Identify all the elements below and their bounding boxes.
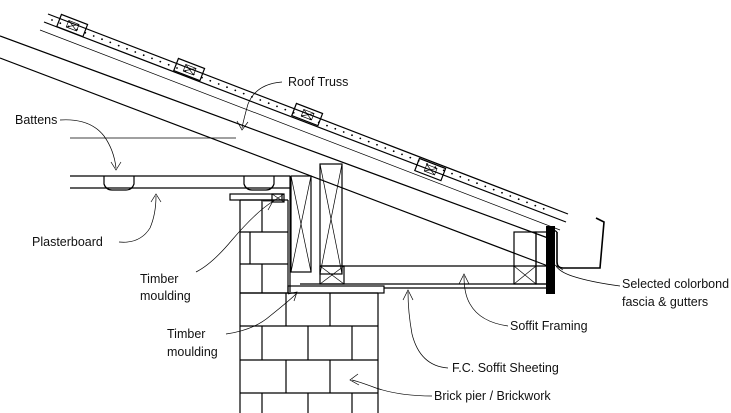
nail-dot	[509, 195, 512, 197]
nail-dot	[492, 188, 495, 191]
label-timber-moulding-1-line2: moulding	[140, 289, 191, 303]
wall-stud	[289, 163, 343, 292]
nail-dot	[142, 54, 145, 57]
nail-dot	[117, 44, 120, 47]
nail-dot	[92, 35, 95, 37]
label-roof-truss: Roof Truss	[288, 75, 348, 89]
nail-dot	[259, 99, 262, 101]
labels: Roof Truss Battens Plasterboard Timber m…	[15, 75, 729, 403]
nail-dot	[134, 51, 137, 53]
nail-dot	[376, 143, 378, 146]
nail-dot	[342, 131, 345, 133]
nail-dot	[234, 89, 237, 92]
nail-dot	[51, 19, 53, 21]
battens-on-rafter	[56, 13, 447, 182]
nail-dot	[401, 153, 403, 156]
nail-dot	[167, 63, 170, 66]
label-battens: Battens	[15, 113, 57, 127]
nail-dot	[542, 207, 545, 210]
nail-dot	[367, 140, 370, 143]
nail-dot	[334, 127, 337, 130]
nail-dot	[526, 201, 528, 204]
nail-dot	[476, 182, 478, 185]
nail-dot	[534, 204, 537, 207]
nail-dot	[126, 47, 128, 50]
nail-dot	[351, 134, 353, 137]
nail-dot	[451, 172, 453, 175]
ceiling-joist	[70, 137, 290, 191]
nail-dot	[409, 156, 412, 159]
label-colorbond-line1: Selected colorbond	[622, 277, 729, 291]
nail-dot	[359, 137, 362, 140]
nail-dot	[501, 191, 503, 194]
nail-dot	[242, 92, 245, 95]
nail-dot	[517, 198, 520, 201]
nail-dot	[459, 175, 462, 178]
nail-dot	[109, 41, 112, 44]
nail-dot	[484, 185, 487, 188]
fascia-gutter	[546, 217, 605, 294]
nail-dot	[159, 60, 162, 63]
nail-dot	[176, 67, 178, 69]
label-timber-moulding-2-line1: Timber	[167, 327, 205, 341]
label-brick-pier: Brick pier / Brickwork	[434, 389, 551, 403]
label-soffit-framing: Soffit Framing	[510, 319, 588, 333]
truss-top-chord	[0, 35, 549, 267]
nail-dot	[326, 124, 328, 127]
label-colorbond-line2: fascia & gutters	[622, 295, 708, 309]
brick-pier	[239, 199, 379, 413]
nail-dot	[217, 83, 220, 85]
nail-dot	[267, 102, 270, 105]
nail-dot	[151, 57, 153, 60]
soffit-framing	[300, 231, 549, 285]
nail-dot	[101, 38, 103, 41]
nail-dot	[226, 86, 228, 89]
nail-dot	[59, 22, 62, 25]
wall-top-plate	[229, 193, 285, 203]
label-timber-moulding-2-line2: moulding	[167, 345, 218, 359]
leader-arrows	[59, 81, 621, 397]
nail-dot	[467, 179, 470, 181]
label-fc-soffit-sheeting: F.C. Soffit Sheeting	[452, 361, 559, 375]
nail-dot	[276, 105, 278, 108]
nail-dot	[284, 108, 287, 111]
label-timber-moulding-1-line1: Timber	[140, 272, 178, 286]
label-plasterboard: Plasterboard	[32, 235, 103, 249]
nail-dot	[384, 147, 387, 149]
nail-dot	[392, 150, 395, 153]
fc-soffit-sheeting	[287, 285, 548, 294]
nail-dot	[209, 79, 212, 82]
roof-sheeting	[39, 13, 569, 231]
